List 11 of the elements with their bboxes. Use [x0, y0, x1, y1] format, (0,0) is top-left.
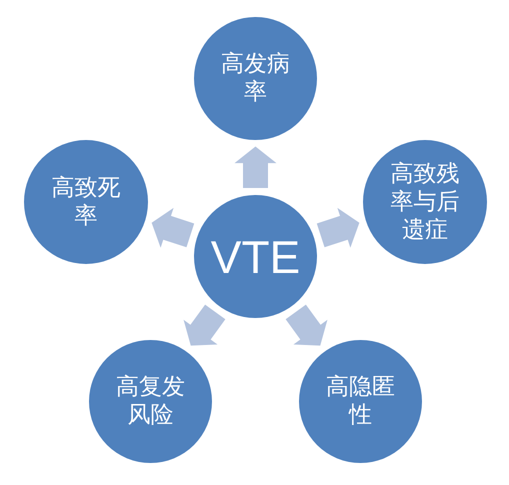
topic-label: 高致残率与后遗症: [390, 160, 460, 244]
topic-label: 高隐匿性: [325, 373, 396, 429]
block-arrow: [286, 304, 328, 346]
block-arrow: [316, 208, 360, 248]
topic-label: 高致死率: [50, 174, 122, 230]
topic-label: 高复发风险: [115, 373, 186, 429]
block-arrow: [184, 304, 226, 346]
block-arrow: [234, 146, 276, 188]
hub-label: VTE: [210, 230, 300, 282]
topic-label: 高发病率: [220, 50, 291, 106]
block-arrow: [152, 208, 194, 248]
